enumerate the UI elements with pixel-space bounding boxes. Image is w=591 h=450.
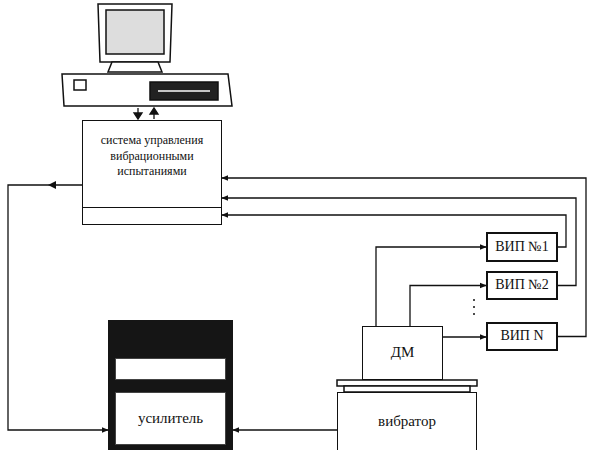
node-label: ВИП №2 bbox=[495, 276, 548, 294]
power-button bbox=[74, 80, 86, 90]
monitor-screen bbox=[106, 10, 164, 54]
signal-line bbox=[410, 286, 486, 327]
measuring-channel-box: ВИП №1 bbox=[486, 232, 558, 262]
node-label: ВИП №1 bbox=[495, 238, 548, 256]
node-label: ВИП N bbox=[500, 327, 543, 345]
vibrator-table bbox=[337, 380, 477, 386]
dot bbox=[473, 313, 475, 315]
node-label: ДМ bbox=[391, 343, 415, 363]
node-label: вибратор bbox=[378, 412, 436, 432]
node-label: усилитель bbox=[115, 392, 226, 445]
arrow-head bbox=[150, 108, 158, 114]
amplifier-box: усилитель bbox=[108, 320, 233, 450]
sensor-box: ДМ bbox=[362, 326, 443, 380]
amplifier-panel bbox=[115, 358, 226, 380]
monitor-case bbox=[98, 4, 172, 62]
dot bbox=[473, 299, 475, 301]
dot bbox=[473, 306, 475, 308]
signal-line bbox=[233, 429, 337, 430]
drive-slot bbox=[158, 90, 210, 92]
signal-line bbox=[376, 247, 486, 326]
drive-bay bbox=[150, 82, 218, 100]
vibrator-box: вибратор bbox=[337, 392, 477, 450]
node-label: система управления вибрационными испытан… bbox=[87, 133, 217, 180]
measuring-channel-box: ВИП N bbox=[486, 322, 558, 351]
panel-line bbox=[83, 207, 221, 208]
measuring-channel-box: ВИП №2 bbox=[486, 271, 558, 300]
monitor-stand bbox=[108, 62, 162, 72]
signal-line bbox=[222, 178, 586, 337]
arrow-head bbox=[134, 113, 142, 119]
system-unit bbox=[62, 74, 232, 106]
signal-line bbox=[443, 336, 486, 337]
control-system-box: система управления вибрационными испытан… bbox=[82, 120, 222, 225]
